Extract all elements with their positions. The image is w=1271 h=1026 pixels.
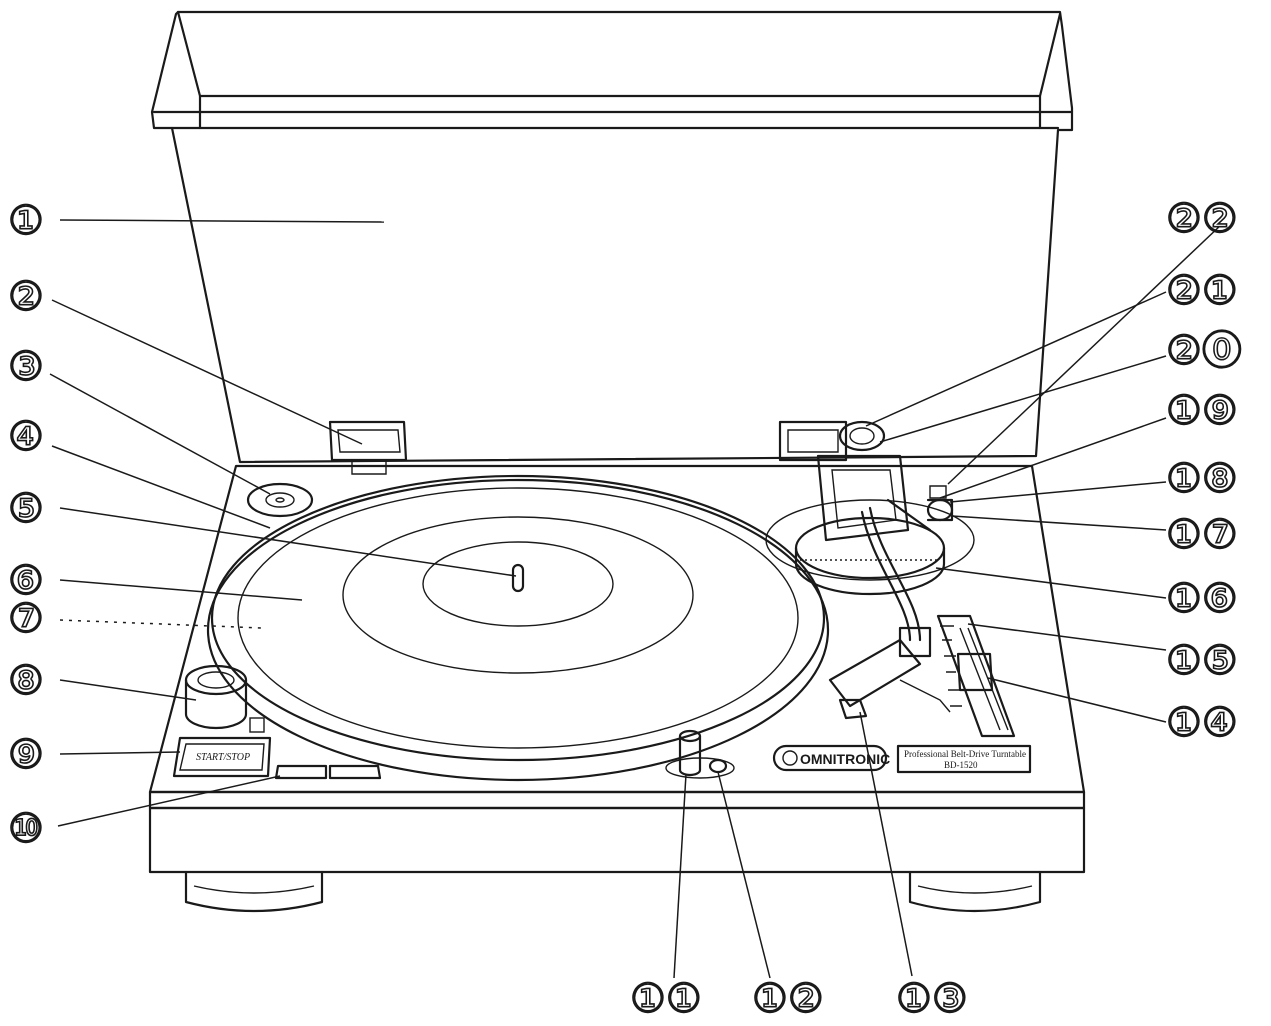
speed-indicator-led [249, 717, 265, 733]
spindle [511, 563, 525, 593]
hinge-right [778, 420, 848, 462]
tonearm-base [765, 499, 975, 596]
callout-4: ④ [8, 414, 44, 460]
dust-cover [150, 10, 1074, 464]
callout-21: ②① [1166, 268, 1238, 314]
start-stop-button[interactable]: START/STOP [172, 736, 272, 778]
callout-17: ①⑦ [1166, 512, 1238, 558]
adapter-45rpm [246, 482, 314, 518]
callout-15: ①⑤ [1166, 638, 1238, 684]
strobe-dots-leader [59, 619, 263, 629]
callout-12: ①② [752, 976, 824, 1022]
callout-19: ①⑨ [1166, 388, 1238, 434]
pitch-fader-knob[interactable] [956, 652, 994, 692]
model-plate-line2: BD-1520 [944, 760, 978, 770]
callout-7: ⑦ [8, 596, 44, 642]
callout-labels: ① ② ③ ④ ⑤ ⑥ ⑦ ⑧ ⑨ ⑩ ①① ①② ①③ ①④ ①⑤ ①⑥ ①⑦… [7, 195, 1242, 1023]
callout-16: ①⑥ [1166, 576, 1238, 622]
tonearm[interactable] [860, 506, 932, 658]
callout-1: ① [8, 198, 44, 244]
speed-buttons[interactable] [274, 764, 382, 780]
slipmat [342, 516, 694, 674]
callout-20: ②⓪ [1166, 328, 1242, 374]
callout-10: ⑩ [8, 806, 44, 852]
callout-2: ② [8, 274, 44, 320]
hinge-left [328, 420, 408, 475]
tonearm-tower [816, 420, 954, 542]
turntable-plinth [148, 464, 1086, 874]
callout-8: ⑧ [8, 658, 44, 704]
callout-3: ③ [8, 344, 44, 390]
callout-11: ①① [630, 976, 702, 1022]
brand-name: OMNITRONIC [800, 751, 890, 767]
platter [206, 474, 830, 782]
pitch-slider[interactable] [936, 614, 1016, 738]
callout-6: ⑥ [8, 558, 44, 604]
power-knob[interactable] [184, 664, 248, 730]
headshell[interactable] [828, 638, 951, 720]
callout-13: ①③ [896, 976, 968, 1022]
brand-logo: OMNITRONIC [772, 744, 890, 772]
counterweight[interactable] [838, 420, 886, 452]
start-stop-label: START/STOP [196, 752, 250, 763]
callout-22: ②② [1166, 196, 1238, 242]
model-plate: Professional Belt-Drive Turntable BD-152… [896, 744, 1032, 774]
callout-18: ①⑧ [1166, 456, 1238, 502]
callout-5: ⑤ [8, 486, 44, 532]
model-plate-line1: Professional Belt-Drive Turntable [904, 749, 1026, 759]
leader-lines [49, 219, 1223, 979]
arm-rest [886, 498, 932, 532]
foot-right [908, 870, 1042, 913]
callout-14: ①④ [1166, 700, 1238, 746]
arm-lift[interactable] [929, 485, 947, 499]
foot-left [184, 870, 324, 913]
target-light[interactable] [678, 729, 702, 777]
callout-9: ⑨ [8, 732, 44, 778]
